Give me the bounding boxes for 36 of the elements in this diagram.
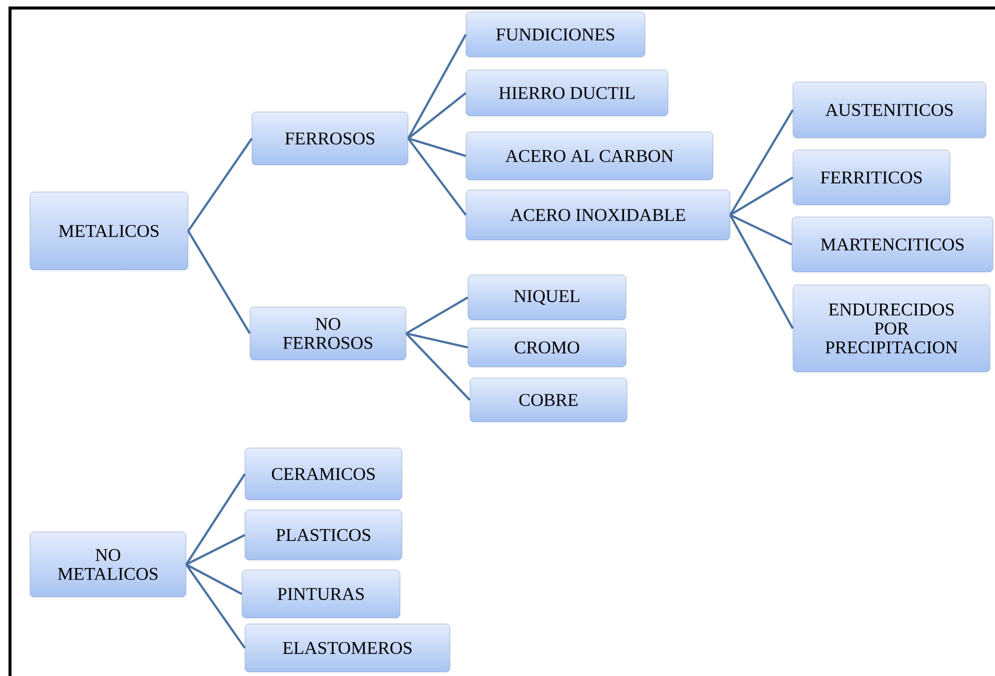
node-box: METALICOS [30, 192, 188, 270]
node-box: FERRITICOS [792, 150, 950, 206]
connector-line [730, 176, 794, 216]
node-box: ACERO AL CARBON [466, 132, 714, 180]
node-box: FUNDICIONES [466, 12, 646, 58]
node-box: HIERRO DUCTIL [466, 70, 668, 116]
connector-line [185, 473, 246, 566]
node-box: ACERO INOXIDABLE [466, 190, 730, 240]
node-box: PLASTICOS [244, 510, 402, 560]
connector-line [186, 534, 246, 566]
node-box: NO FERROSOS [250, 306, 406, 360]
connector-line [729, 109, 794, 216]
connector-line [187, 230, 251, 334]
node-box: NO METALICOS [30, 532, 186, 598]
node-box: FERROSOS [252, 112, 408, 166]
node-box: PINTURAS [242, 570, 400, 618]
connector-line [729, 214, 794, 330]
node-box: COBRE [470, 378, 628, 422]
connector-line [406, 332, 468, 349]
connector-line [187, 138, 253, 232]
connector-line [408, 92, 466, 140]
node-box: ELASTOMEROS [244, 624, 450, 672]
connector-line [405, 332, 471, 401]
connector-line [185, 564, 246, 649]
node-box: CERAMICOS [244, 448, 402, 500]
connector-line [730, 214, 792, 246]
node-box: MARTENCITICOS [792, 216, 994, 272]
node-box: NIQUEL [468, 274, 626, 320]
node-box: CROMO [468, 328, 626, 368]
connector-line [407, 34, 467, 140]
node-box: AUSTENITICOS [792, 82, 986, 138]
connector-line [186, 564, 242, 595]
connector-line [406, 296, 468, 334]
connector-line [407, 138, 467, 216]
node-box: ENDURECIDOS POR PRECIPITACION [792, 284, 990, 372]
connector-line [408, 137, 466, 158]
